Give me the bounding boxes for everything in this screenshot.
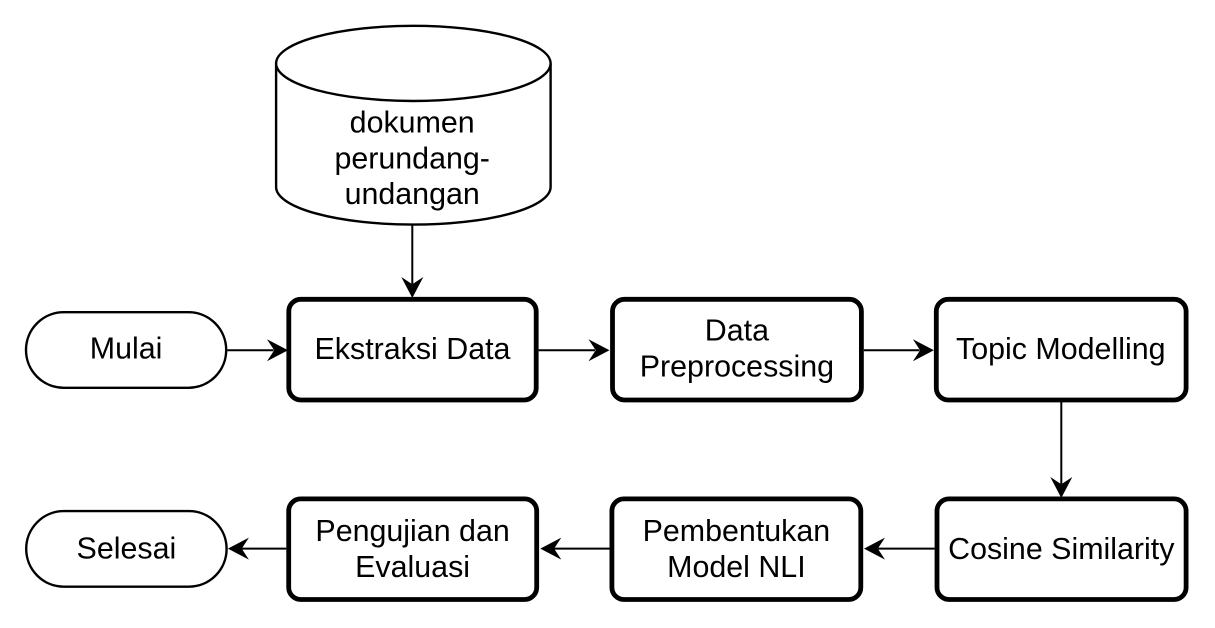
- svg-text:undangan: undangan: [345, 177, 480, 211]
- svg-text:Cosine Similarity: Cosine Similarity: [948, 532, 1175, 566]
- svg-text:Model NLI: Model NLI: [667, 550, 806, 584]
- svg-text:Topic Modelling: Topic Modelling: [956, 332, 1165, 366]
- svg-text:Selesai: Selesai: [77, 531, 177, 565]
- svg-text:dokumen: dokumen: [350, 106, 475, 140]
- svg-text:Evaluasi: Evaluasi: [355, 550, 470, 584]
- svg-text:perundang-: perundang-: [334, 141, 489, 175]
- svg-text:Ekstraksi Data: Ekstraksi Data: [315, 332, 511, 366]
- svg-text:Mulai: Mulai: [90, 331, 163, 365]
- svg-text:Pembentukan: Pembentukan: [643, 514, 831, 548]
- svg-text:Preprocessing: Preprocessing: [640, 350, 834, 384]
- svg-text:Pengujian dan: Pengujian dan: [315, 514, 509, 548]
- svg-text:Data: Data: [705, 314, 769, 348]
